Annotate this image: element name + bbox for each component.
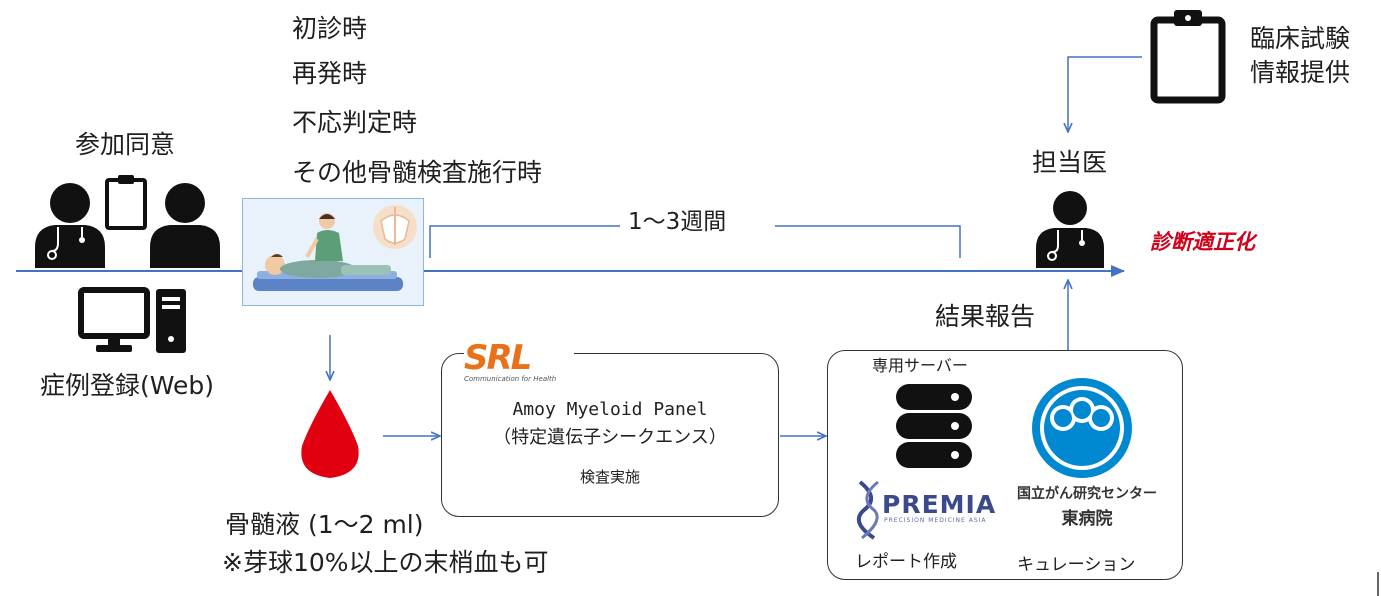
report-label: レポート作成 [855, 552, 957, 572]
physician-icon [1036, 191, 1104, 268]
ncc-name-line1: 国立がん研究センター [1017, 486, 1157, 502]
server-icon [896, 384, 972, 468]
timepoint-refractory: 不応判定時 [292, 108, 418, 137]
premia-helix-icon [856, 480, 879, 540]
sample-label-peripheral: ※芽球10%以上の末梢血も可 [222, 548, 549, 577]
procedure-illustration [242, 198, 424, 306]
duration-bracket [429, 225, 961, 258]
physician-label: 担当医 [1032, 148, 1108, 177]
panel-name: Amoy Myeloid Panel [512, 399, 708, 420]
consent-label: 参加同意 [75, 130, 176, 159]
ncc-logo-icon [1032, 378, 1132, 478]
srl-logo-text: SRL [464, 338, 532, 378]
lab-action: 検査実施 [579, 468, 640, 486]
doctor-patient-icon [35, 175, 220, 268]
timepoint-initial: 初診時 [292, 14, 368, 43]
duration-label: 1〜3週間 [628, 209, 727, 235]
procedure-illustration-art [253, 205, 417, 291]
server-label: 専用サーバー [872, 356, 968, 375]
ncc-name-line2: 東病院 [1061, 509, 1113, 529]
arrow-trial-info [1068, 56, 1142, 132]
panel-description: （特定遺伝子シークエンス） [493, 427, 727, 448]
trial-info-line1: 臨床試験 [1250, 24, 1351, 53]
premia-tagline: PRECISION MEDICINE ASIA [884, 517, 987, 524]
outcome-label: 診断適正化 [1150, 230, 1255, 254]
timepoint-relapse: 再発時 [292, 59, 368, 88]
blood-drop-icon [301, 390, 359, 478]
timepoint-other: その他骨髄検査施行時 [292, 158, 543, 187]
trial-info-line2: 情報提供 [1250, 58, 1351, 87]
sample-label-marrow: 骨髄液 (1〜2 ml) [225, 510, 424, 539]
computer-icon [78, 287, 186, 353]
registration-label: 症例登録(Web) [40, 371, 215, 400]
premia-name: PREMIA [882, 490, 997, 519]
result-report-label: 結果報告 [935, 302, 1036, 331]
srl-logo: SRL Communication for Health [464, 338, 574, 383]
srl-logo-tagline: Communication for Health [464, 375, 557, 383]
clipboard-icon [1150, 10, 1226, 104]
curation-label: キュレーション [1017, 555, 1136, 575]
analysis-box [827, 350, 1183, 580]
